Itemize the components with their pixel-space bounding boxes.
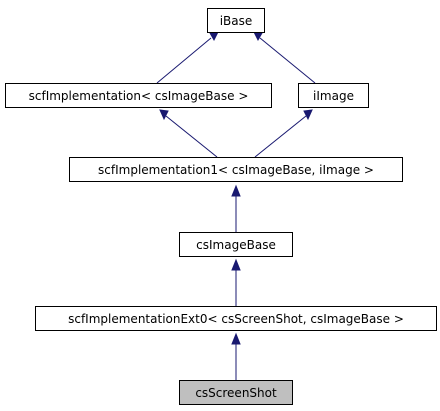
node-scf-implementation-ext0[interactable]: scfImplementationExt0< csScreenShot, csI…: [35, 306, 437, 331]
edge-scf-impl1-to-scf-impl: [165, 115, 218, 158]
node-csimagebase[interactable]: csImageBase: [179, 232, 293, 257]
node-csimagebase-label: csImageBase: [196, 238, 276, 252]
arrowhead-icon: [231, 332, 241, 345]
node-ibase-label: iBase: [220, 14, 253, 28]
arrowhead-icon: [159, 109, 169, 121]
arrowhead-icon: [231, 184, 241, 197]
node-scf-implementation[interactable]: scfImplementation< csImageBase >: [5, 83, 272, 108]
edge-scf-impl-to-ibase: [156, 37, 212, 84]
node-scf-implementation1-label: scfImplementation1< csImageBase, iImage …: [98, 163, 374, 177]
arrowhead-icon: [231, 258, 241, 271]
arrowhead-icon: [209, 31, 219, 42]
node-iimage[interactable]: iImage: [298, 83, 369, 108]
edge-scf-impl1-to-iimage: [254, 115, 307, 158]
node-scf-implementation-ext0-label: scfImplementationExt0< csScreenShot, csI…: [68, 312, 404, 326]
node-ibase[interactable]: iBase: [207, 8, 265, 33]
edge-iimage-to-ibase: [259, 37, 316, 84]
node-scf-implementation-label: scfImplementation< csImageBase >: [29, 89, 249, 103]
node-csscreenshot-label: csScreenShot: [195, 386, 277, 400]
node-iimage-label: iImage: [313, 89, 354, 103]
node-csscreenshot[interactable]: csScreenShot: [179, 380, 293, 405]
arrowhead-icon: [303, 109, 313, 121]
node-scf-implementation1[interactable]: scfImplementation1< csImageBase, iImage …: [69, 157, 403, 182]
